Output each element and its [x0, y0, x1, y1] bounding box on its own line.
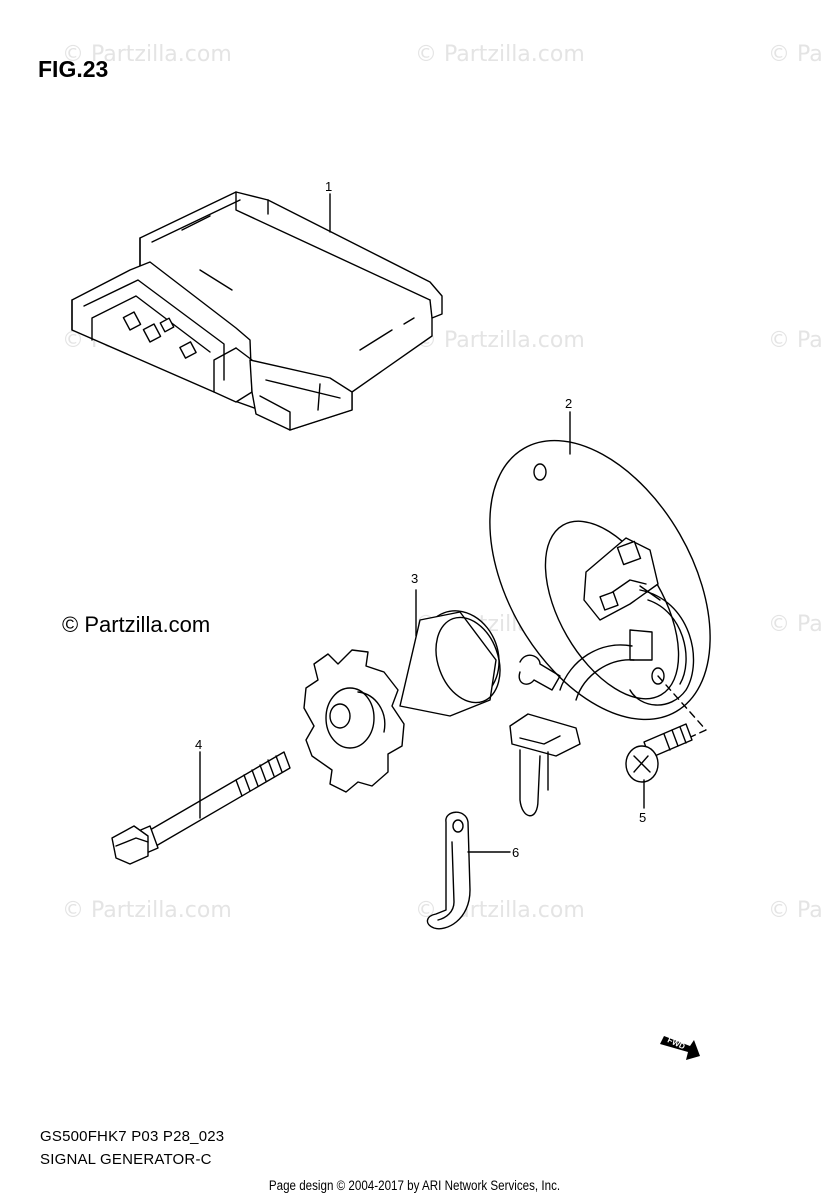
watermark-2: © Partzilla.com — [415, 42, 585, 67]
part-3-rotor[interactable] — [303, 600, 511, 793]
figure-code: GS500FHK7 P03 P28_023 — [40, 1128, 225, 1145]
callout-3: 3 — [411, 571, 418, 586]
callout-5: 5 — [639, 810, 646, 825]
fwd-arrow-icon: FWD — [660, 1035, 700, 1060]
watermark-1: © Partzilla.com — [62, 42, 232, 67]
callout-2: 2 — [565, 396, 572, 411]
callout-4: 4 — [195, 737, 202, 752]
part-1-control-unit[interactable] — [71, 191, 443, 431]
part-2-signal-generator-plate[interactable] — [444, 402, 755, 817]
copyright-notice: © Partzilla.com — [62, 612, 211, 637]
fwd-label: FWD — [666, 1035, 687, 1051]
figure-subtitle: SIGNAL GENERATOR-C — [40, 1151, 212, 1168]
callout-6: 6 — [512, 845, 519, 860]
figure-title: FIG.23 — [38, 56, 109, 82]
watermark-6: © Pa — [768, 328, 823, 353]
part-5-screw[interactable] — [625, 723, 693, 783]
watermark-9: © Partzilla.com — [62, 898, 232, 923]
page-footer: Page design © 2004-2017 by ARI Network S… — [268, 1178, 561, 1193]
watermark-11: © Pa — [768, 898, 823, 923]
watermark-3: © Pa — [768, 42, 823, 67]
callouts: 1 2 3 4 5 6 — [195, 179, 646, 860]
watermark-8: © Pa — [768, 612, 823, 637]
part-6-clamp[interactable] — [426, 811, 471, 930]
watermark-5: © Partzilla.com — [415, 328, 585, 353]
callout-1: 1 — [325, 179, 332, 194]
part-4-bolt[interactable] — [111, 751, 291, 865]
